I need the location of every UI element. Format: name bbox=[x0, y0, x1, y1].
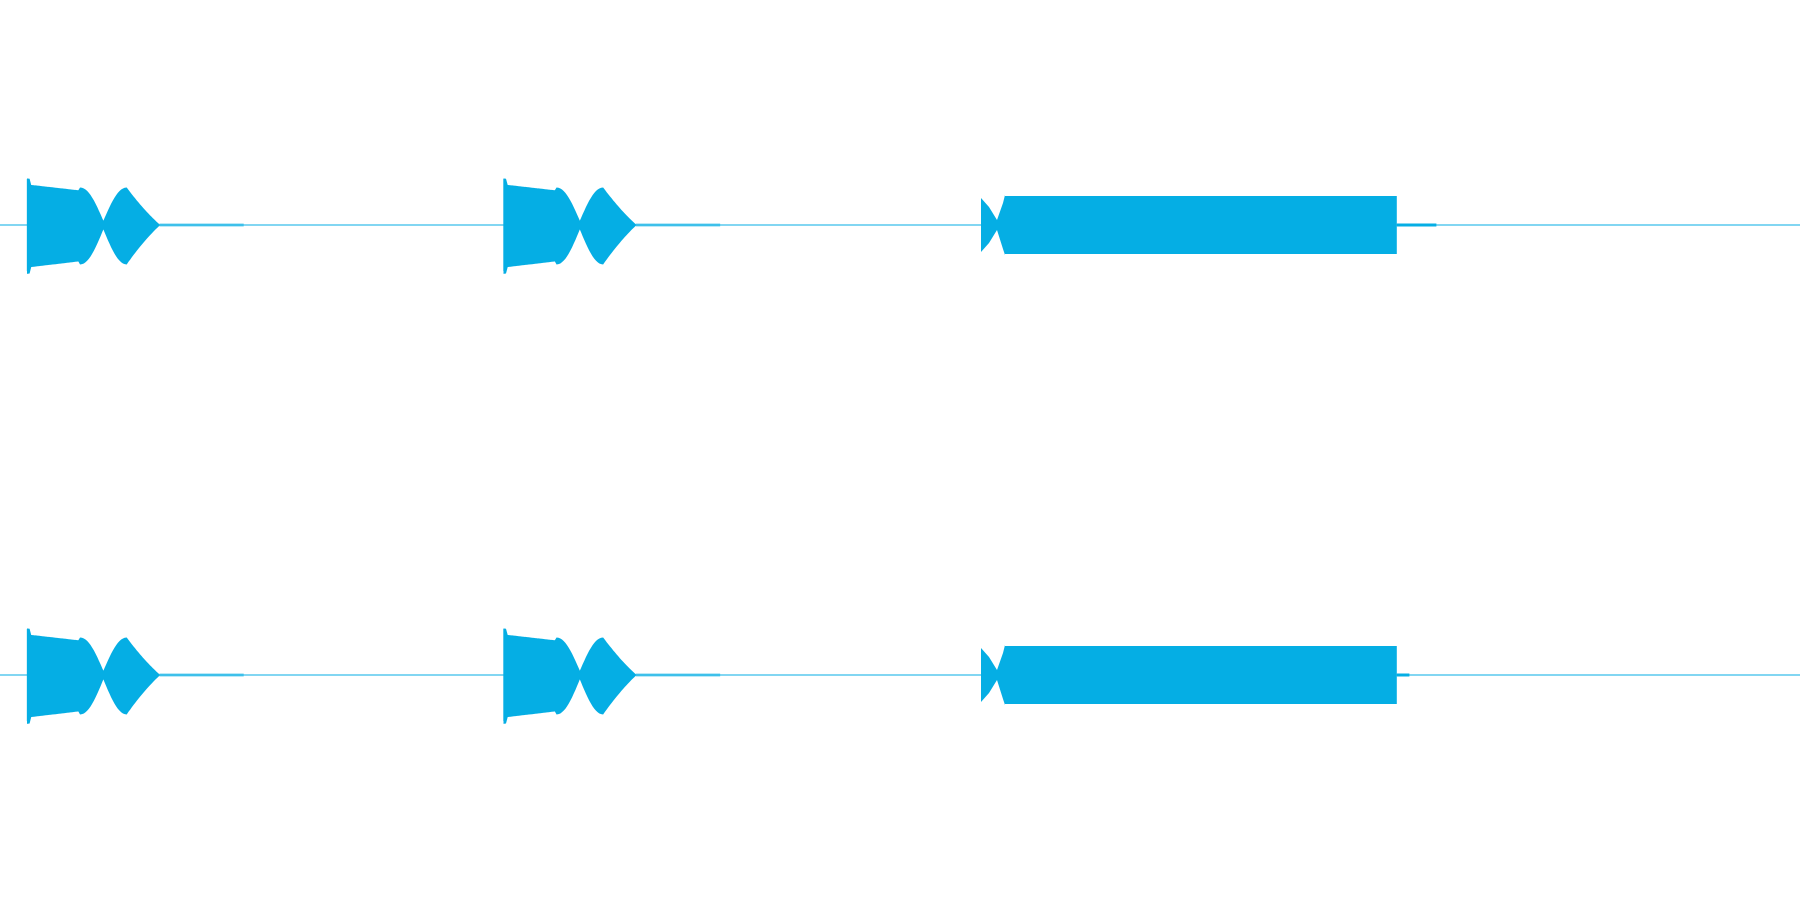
channel-2-waveform[interactable] bbox=[0, 628, 1800, 724]
channel-2-segment-2-envelope bbox=[503, 628, 637, 724]
channel-1-segment-3-body bbox=[1005, 196, 1397, 254]
channel-1-segment-2-envelope bbox=[503, 178, 637, 274]
channel-1-segment-2-tail bbox=[635, 223, 721, 227]
channel-2-segment-3-tail bbox=[1396, 673, 1410, 677]
channel-1-segment-3-tail bbox=[1396, 223, 1437, 227]
channel-2-segment-1-tail bbox=[159, 673, 244, 677]
channel-1-segment-1-tail bbox=[159, 223, 244, 227]
channel-2-segment-3-onset bbox=[981, 645, 1005, 705]
channel-1-segment-3-onset bbox=[981, 195, 1005, 255]
channel-1-waveform[interactable] bbox=[0, 178, 1800, 274]
channel-2-segment-1-envelope bbox=[27, 628, 161, 724]
channel-1-segment-1-envelope bbox=[27, 178, 161, 274]
channel-2-segment-3-body bbox=[1005, 646, 1397, 704]
channel-2-segment-2-tail bbox=[635, 673, 721, 677]
